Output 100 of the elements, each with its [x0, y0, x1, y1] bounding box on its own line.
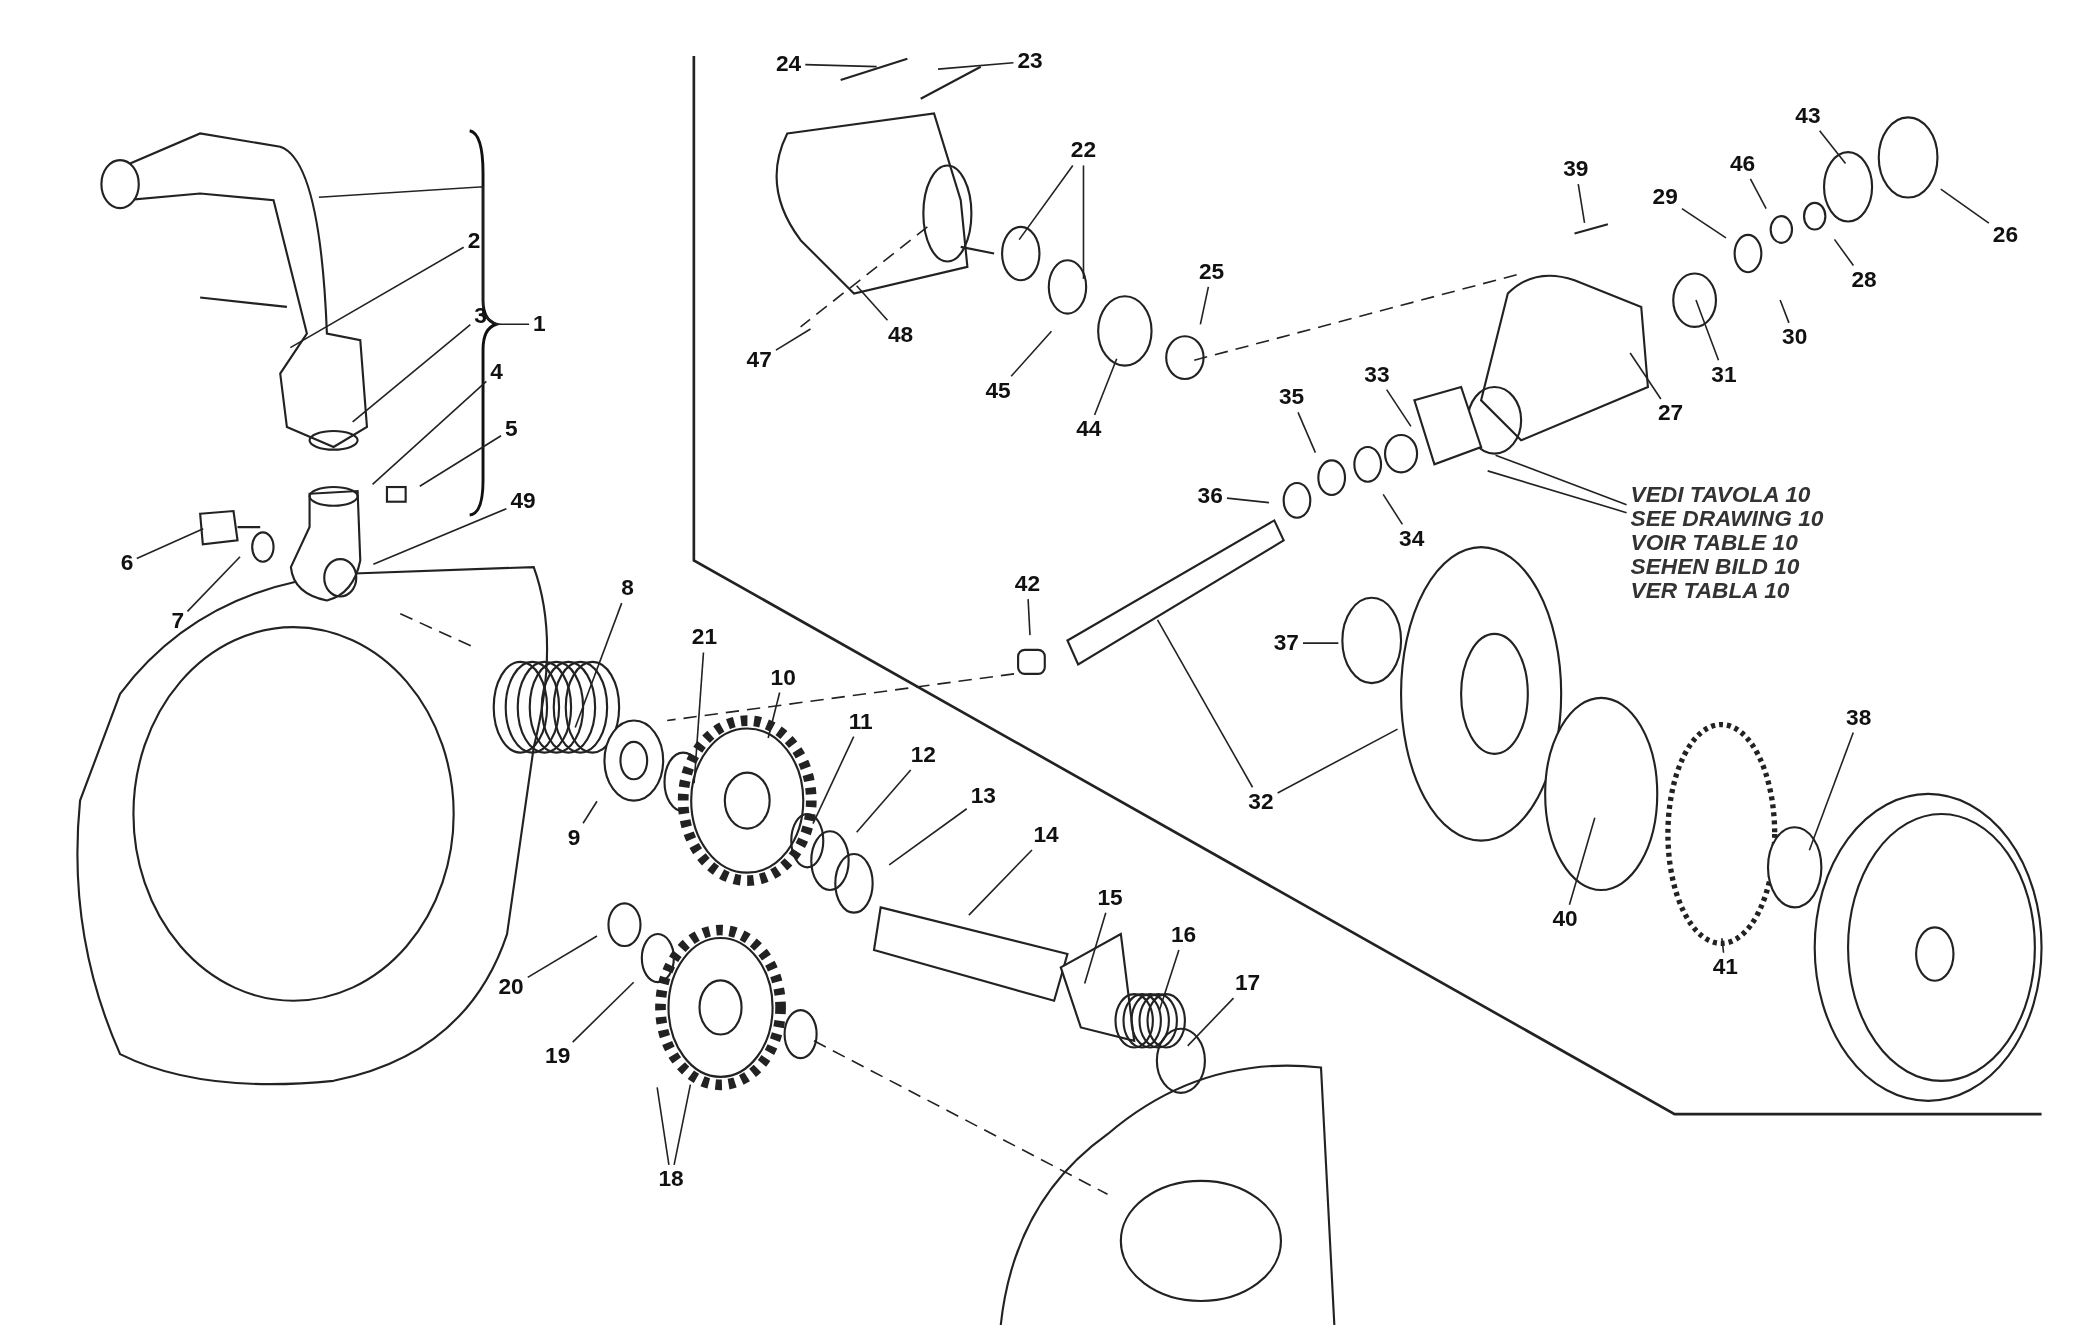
- leader-line: [1629, 352, 1662, 400]
- leader-line: [1156, 619, 1254, 789]
- callout-number: 25: [1198, 260, 1225, 285]
- callout-number: 14: [1033, 823, 1059, 848]
- leader-line: [526, 935, 598, 979]
- leader-line: [1833, 238, 1855, 267]
- callout-number: 11: [848, 709, 873, 734]
- leader-line: [673, 1083, 692, 1166]
- callout-number: 42: [1014, 572, 1040, 597]
- leader-line: [1010, 330, 1053, 378]
- callout-number: 10: [770, 665, 796, 690]
- callout-number: 7: [171, 609, 185, 634]
- leader-line: [372, 507, 508, 565]
- callout-number: 15: [1097, 886, 1123, 910]
- leader-line: [1494, 454, 1628, 506]
- leader-line: [1695, 299, 1720, 362]
- leader-line: [1186, 997, 1235, 1047]
- callout-number: 46: [1729, 152, 1756, 177]
- callout-number: 33: [1364, 362, 1390, 387]
- leader-line: [1568, 817, 1596, 906]
- callout-number: 43: [1795, 104, 1821, 129]
- callout-number: 36: [1197, 484, 1223, 509]
- callout-number: 8: [621, 576, 634, 601]
- callout-number: 18: [658, 1167, 684, 1192]
- reference-note: SEE DRAWING 10: [1630, 507, 1824, 532]
- leader-line: [351, 323, 472, 423]
- leader-line: [968, 849, 1033, 916]
- leader-line: [1226, 497, 1270, 504]
- leader-line: [1158, 949, 1180, 1012]
- callout-number: 26: [1992, 222, 2019, 247]
- callout-number: 13: [970, 784, 996, 809]
- callout-number: 49: [510, 489, 536, 514]
- callout-number: 34: [1399, 527, 1425, 552]
- callout-number: 39: [1563, 157, 1589, 182]
- callout-number: 29: [1652, 185, 1678, 210]
- leader-line: [1721, 937, 1725, 954]
- callout-number: 30: [1782, 325, 1808, 350]
- callout-number: 19: [545, 1044, 571, 1069]
- leader-line: [135, 527, 204, 560]
- callout-number: 47: [746, 348, 772, 373]
- callout-number: 24: [775, 52, 802, 77]
- leader-line: [1681, 207, 1727, 239]
- callout-number: 9: [567, 825, 581, 850]
- leader-line: [656, 1086, 670, 1166]
- leader-line: [1808, 731, 1855, 852]
- reference-note: VER TABLA 10: [1630, 579, 1791, 604]
- leader-line: [582, 800, 598, 825]
- leader-line: [1093, 357, 1118, 416]
- leader-line: [289, 246, 465, 349]
- leader-line: [186, 555, 241, 613]
- callout-number: 32: [1248, 789, 1274, 814]
- leader-line: [1818, 129, 1847, 165]
- leader-line: [767, 691, 781, 739]
- leader-line: [1018, 164, 1074, 241]
- callout-number: 12: [910, 743, 936, 768]
- leader-line: [1577, 183, 1586, 224]
- callout-number: 16: [1170, 923, 1197, 948]
- leader-line: [804, 63, 878, 68]
- leader-line: [1199, 286, 1210, 326]
- callout-number: 37: [1273, 631, 1299, 656]
- leader-line: [1940, 188, 1990, 224]
- callout-number: 6: [120, 551, 134, 576]
- callout-number: 38: [1846, 705, 1872, 730]
- callout-number: 40: [1552, 907, 1578, 932]
- callout-number: 21: [691, 625, 718, 650]
- callout-number: 35: [1278, 385, 1305, 410]
- callout-number: 17: [1234, 971, 1261, 996]
- callout-number: 27: [1657, 401, 1684, 426]
- leader-line: [1297, 411, 1317, 454]
- leader-line: [937, 61, 1015, 70]
- callout-number: 31: [1711, 362, 1737, 387]
- leader-line: [318, 185, 530, 326]
- leader-line: [371, 380, 488, 486]
- callout-number: 2: [467, 229, 481, 254]
- callout-number: 44: [1076, 417, 1102, 442]
- leader-line: [1486, 470, 1628, 514]
- leader-line: [888, 807, 968, 866]
- callout-number: 1: [533, 312, 546, 337]
- callout-number: 48: [888, 322, 914, 347]
- leader-line: [1302, 642, 1340, 644]
- callout-number: 4: [490, 360, 503, 385]
- leader-line: [855, 769, 912, 834]
- callout-number: 45: [985, 378, 1011, 403]
- leader-line: [775, 328, 812, 351]
- callout-number: 5: [505, 417, 518, 442]
- leader-line: [855, 285, 889, 322]
- leader-line: [1027, 598, 1031, 636]
- callout-number: 20: [498, 975, 524, 1000]
- leader-line: [812, 735, 855, 825]
- callout-number: 41: [1712, 955, 1738, 980]
- reference-note: SEHEN BILD 10: [1630, 555, 1801, 580]
- leader-line: [571, 981, 635, 1043]
- callout-number: 23: [1017, 49, 1043, 74]
- leader-line: [693, 651, 705, 785]
- leader-line: [1082, 164, 1085, 280]
- leader-line: [1083, 911, 1107, 985]
- leader-line: [418, 435, 502, 488]
- callout-number: 22: [1070, 138, 1097, 163]
- leader-line: [1779, 299, 1790, 324]
- leader-line: [574, 602, 623, 729]
